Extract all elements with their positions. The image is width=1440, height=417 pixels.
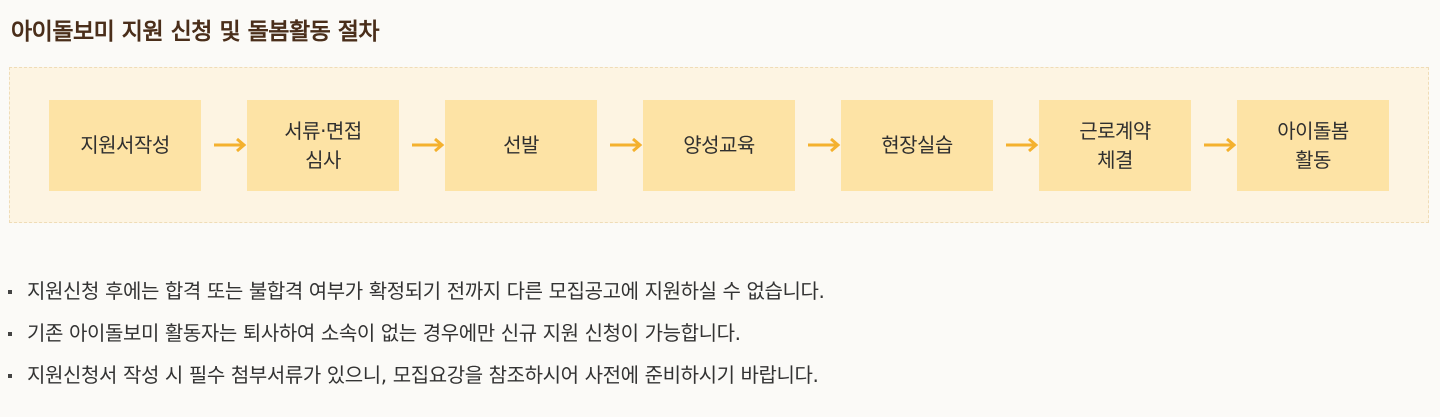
arrow-right-icon (807, 136, 841, 154)
step-training: 양성교육 (643, 100, 795, 191)
notice-text: 지원신청서 작성 시 필수 첨부서류가 있으니, 모집요강을 참조하시어 사전에… (27, 363, 819, 387)
bullet-icon (8, 290, 12, 294)
list-item: 지원신청 후에는 합격 또는 불합격 여부가 확정되기 전까지 다른 모집공고에… (8, 272, 1428, 314)
step-label: 현장실습 (881, 133, 953, 157)
arrow-right-icon (1005, 136, 1039, 154)
bullet-icon (8, 374, 12, 378)
step-childcare-activity: 아이돌봄 활동 (1237, 100, 1389, 191)
list-item: 지원신청서 작성 시 필수 첨부서류가 있으니, 모집요강을 참조하시어 사전에… (8, 356, 1428, 398)
step-label: 지원서작성 (80, 133, 170, 157)
notice-text: 기존 아이돌보미 활동자는 퇴사하여 소속이 없는 경우에만 신규 지원 신청이… (27, 321, 741, 345)
step-label: 서류·면접 심사 (284, 118, 362, 172)
step-field-practice: 현장실습 (841, 100, 993, 191)
step-employment-contract: 근로계약 체결 (1039, 100, 1191, 191)
arrow-right-icon (609, 136, 643, 154)
arrow-right-icon (213, 136, 247, 154)
process-flow-panel: 지원서작성 서류·면접 심사 선발 양성교육 현장실습 근로계약 체결 아이돌봄… (9, 67, 1429, 223)
step-application-writing: 지원서작성 (49, 100, 201, 191)
step-label: 근로계약 체결 (1079, 118, 1151, 172)
step-label: 양성교육 (683, 133, 755, 157)
step-document-interview-review: 서류·면접 심사 (247, 100, 399, 191)
notice-list: 지원신청 후에는 합격 또는 불합격 여부가 확정되기 전까지 다른 모집공고에… (8, 272, 1428, 398)
notice-text: 지원신청 후에는 합격 또는 불합격 여부가 확정되기 전까지 다른 모집공고에… (27, 279, 825, 303)
step-label: 아이돌봄 활동 (1277, 118, 1349, 172)
step-label: 선발 (503, 133, 539, 157)
step-selection: 선발 (445, 100, 597, 191)
list-item: 기존 아이돌보미 활동자는 퇴사하여 소속이 없는 경우에만 신규 지원 신청이… (8, 314, 1428, 356)
page-title: 아이돌보미 지원 신청 및 돌봄활동 절차 (11, 19, 380, 45)
bullet-icon (8, 332, 12, 336)
arrow-right-icon (1203, 136, 1237, 154)
arrow-right-icon (411, 136, 445, 154)
